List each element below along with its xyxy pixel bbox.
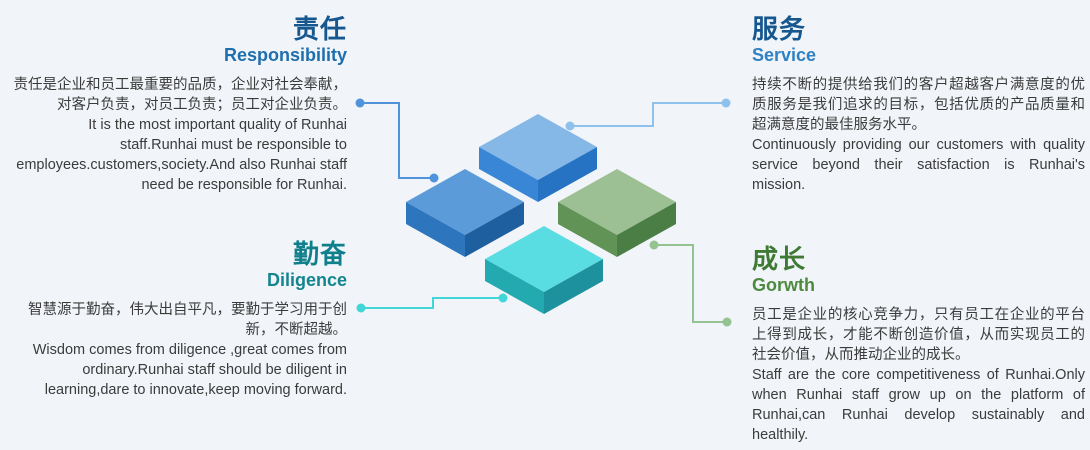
responsibility-title-zh: 责任: [292, 14, 347, 44]
responsibility-body-en: It is the most important quality of Runh…: [16, 117, 347, 193]
connector-growth: [649, 240, 732, 327]
connector-growth-line: [654, 244, 727, 323]
cube-right-green-right-face: [617, 202, 676, 257]
diligence-title-en: Diligence: [266, 270, 347, 290]
growth-title-en: Gorwth: [752, 275, 815, 295]
connector-diligence: [356, 293, 508, 313]
service-body-en: Continuously providing our customers wit…: [752, 137, 1085, 193]
growth-body-zh: 员工是企业的核心竞争力，只有员工在企业的平台上得到成长，才能不断创造价值，从而实…: [752, 307, 1085, 363]
cube-left-blue-right-face: [465, 202, 524, 257]
service-title-en: Service: [752, 45, 817, 65]
cube-bottom-cyan-left-face: [485, 259, 544, 314]
responsibility-title-en: Responsibility: [223, 45, 347, 65]
connector-service-dot-end: [721, 98, 731, 108]
growth-body-en: Staff are the core competitiveness of Ru…: [752, 367, 1085, 443]
cube-right-green-top-face: [558, 169, 676, 235]
section-service: 服务 Service 持续不断的提供给我们的客户超越客户满意度的优质服务是我们追…: [752, 14, 1085, 195]
connector-responsibility: [355, 98, 439, 183]
diligence-title-zh: 勤奋: [292, 239, 347, 269]
cube-left-blue: [406, 169, 524, 257]
service-title-zh: 服务: [752, 14, 807, 44]
connector-diligence-line: [361, 297, 503, 309]
connector-responsibility-line: [360, 102, 434, 179]
section-responsibility: 责任 Responsibility 责任是企业和员工最重要的品质，企业对社会奉献…: [8, 14, 348, 195]
diligence-body-zh: 智慧源于勤奋，伟大出自平凡，要勤于学习用于创新，不断超越。: [28, 302, 347, 338]
connector-responsibility-dot-end: [429, 173, 439, 183]
connector-diligence-dot-end: [498, 293, 508, 303]
cube-top-blue-right-face: [538, 147, 597, 202]
cube-bottom-cyan-right-face: [544, 259, 603, 314]
connector-growth-dot-end: [722, 317, 732, 327]
cube-top-blue-left-face: [479, 147, 538, 202]
connector-service-dot-start: [565, 121, 575, 131]
section-diligence: 勤奋 Diligence 智慧源于勤奋，伟大出自平凡，要勤于学习用于创新，不断超…: [8, 239, 347, 400]
connector-growth-dot-start: [649, 240, 659, 250]
service-body-zh: 持续不断的提供给我们的客户超越客户满意度的优质服务是我们追求的目标，包括优质的产…: [752, 77, 1085, 133]
cube-left-blue-top-face: [406, 169, 524, 235]
cube-bottom-cyan-top-face: [485, 226, 603, 292]
cube-right-green-left-face: [558, 202, 617, 257]
growth-title-zh: 成长: [752, 244, 807, 274]
connector-diligence-dot-start: [356, 303, 366, 313]
cube-top-blue-top-face: [479, 114, 597, 180]
connector-service: [565, 98, 731, 131]
diligence-body-en: Wisdom comes from diligence ,great comes…: [32, 342, 347, 398]
section-growth: 成长 Gorwth 员工是企业的核心竞争力，只有员工在企业的平台上得到成长，才能…: [752, 244, 1085, 445]
connector-service-line: [570, 102, 726, 127]
cube-top-blue: [479, 114, 597, 202]
cube-left-blue-left-face: [406, 202, 465, 257]
connector-responsibility-dot-start: [355, 98, 365, 108]
responsibility-body-zh: 责任是企业和员工最重要的品质，企业对社会奉献，对客户负责，对员工负责；员工对企业…: [13, 77, 348, 113]
cube-bottom-cyan: [485, 226, 603, 314]
cube-right-green: [558, 169, 676, 257]
